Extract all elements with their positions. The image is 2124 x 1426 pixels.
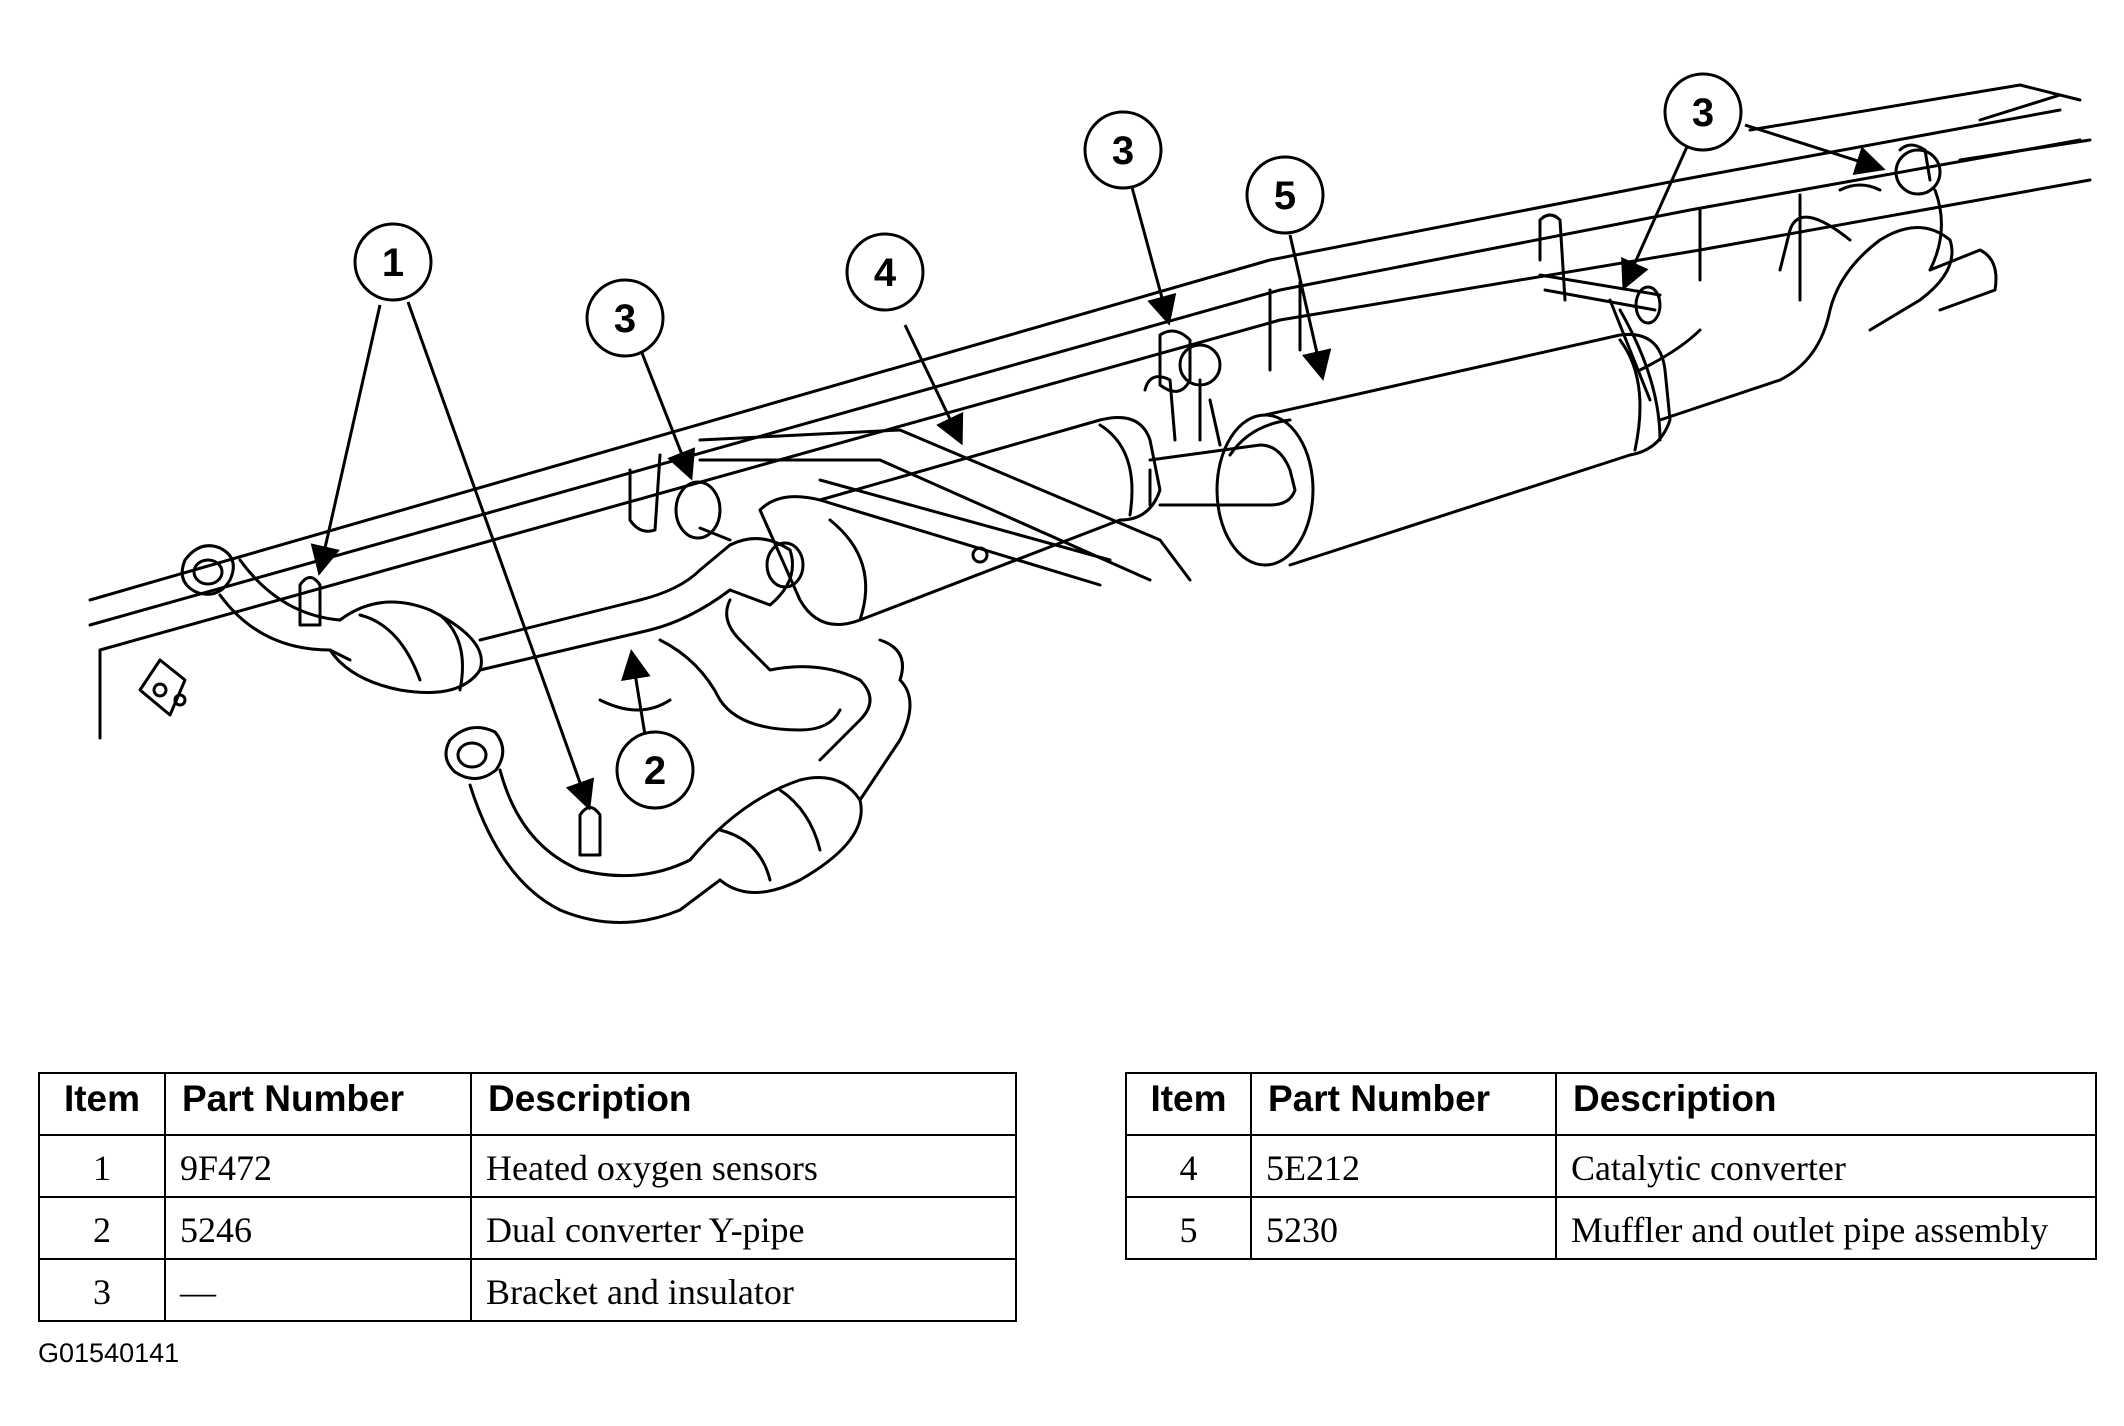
- leader-line-3b: [1128, 179, 1177, 326]
- leader-line-1b: [406, 301, 595, 811]
- table-header-row: Item Part Number Description: [38, 1072, 1017, 1136]
- dual-converter-y-pipe: [180, 537, 912, 924]
- header-description: Description: [1555, 1072, 2097, 1136]
- leader-line-2: [621, 649, 651, 736]
- intermediate-pipe: [1143, 329, 1297, 507]
- muffler-assembly: [1215, 215, 1998, 567]
- table-row: 4 5E212 Catalytic converter: [1125, 1134, 2097, 1198]
- cell-description: Catalytic converter: [1555, 1134, 2097, 1198]
- leader-line-1a: [310, 304, 382, 576]
- table-header-row: Item Part Number Description: [1125, 1072, 2097, 1136]
- exhaust-system-diagram: 1 2 3 3 4 3 5: [88, 72, 2092, 924]
- svg-text:1: 1: [382, 241, 404, 285]
- callout-3-rear: 3: [1663, 72, 1743, 152]
- table-row: 3 — Bracket and insulator: [38, 1258, 1017, 1322]
- callout-4: 4: [845, 232, 925, 312]
- oxygen-sensors: [298, 576, 842, 857]
- rear-hanger-bracket: [1538, 143, 1943, 325]
- cell-description: Dual converter Y-pipe: [470, 1196, 1017, 1260]
- svg-text:4: 4: [874, 251, 897, 295]
- table-row: 5 5230 Muffler and outlet pipe assembly: [1125, 1196, 2097, 1260]
- cell-part-number: 9F472: [164, 1134, 472, 1198]
- frame-rail: [88, 83, 2092, 740]
- leader-line-4: [903, 324, 964, 446]
- svg-text:2: 2: [644, 749, 666, 793]
- table-row: 2 5246 Dual converter Y-pipe: [38, 1196, 1017, 1260]
- leader-line-3d: [1744, 123, 1886, 176]
- svg-text:5: 5: [1274, 174, 1296, 218]
- cell-part-number: 5E212: [1250, 1134, 1557, 1198]
- cell-item: 4: [1125, 1134, 1252, 1198]
- cell-part-number: 5230: [1250, 1196, 1557, 1260]
- parts-table-right: Item Part Number Description 4 5E212 Cat…: [1125, 1072, 2097, 1260]
- cell-part-number: 5246: [164, 1196, 472, 1260]
- header-part-number: Part Number: [164, 1072, 472, 1136]
- leader-line-3c: [1621, 139, 1692, 291]
- leader-line-3a: [638, 347, 696, 481]
- header-part-number: Part Number: [1250, 1072, 1557, 1136]
- cell-item: 3: [38, 1258, 166, 1322]
- callout-3-mid: 3: [1083, 110, 1163, 190]
- cell-description: Muffler and outlet pipe assembly: [1555, 1196, 2097, 1260]
- cell-description: Heated oxygen sensors: [470, 1134, 1017, 1198]
- callout-1: 1: [353, 222, 433, 302]
- svg-text:3: 3: [614, 297, 636, 341]
- parts-table-left: Item Part Number Description 1 9F472 Hea…: [38, 1072, 1017, 1322]
- svg-text:3: 3: [1692, 91, 1714, 135]
- svg-text:3: 3: [1112, 129, 1134, 173]
- cell-item: 5: [1125, 1196, 1252, 1260]
- header-description: Description: [470, 1072, 1017, 1136]
- cell-description: Bracket and insulator: [470, 1258, 1017, 1322]
- front-hanger-bracket: [628, 453, 732, 542]
- figure-id: G01540141: [38, 1338, 180, 1368]
- header-item: Item: [38, 1072, 166, 1136]
- cell-part-number: —: [164, 1258, 472, 1322]
- callout-5: 5: [1245, 155, 1325, 235]
- callout-2: 2: [615, 730, 695, 810]
- leader-line-5: [1288, 234, 1332, 381]
- table-row: 1 9F472 Heated oxygen sensors: [38, 1134, 1017, 1198]
- cell-item: 2: [38, 1196, 166, 1260]
- header-item: Item: [1125, 1072, 1252, 1136]
- callout-3-front: 3: [585, 278, 665, 358]
- catalytic-converter: [698, 416, 1192, 626]
- cell-item: 1: [38, 1134, 166, 1198]
